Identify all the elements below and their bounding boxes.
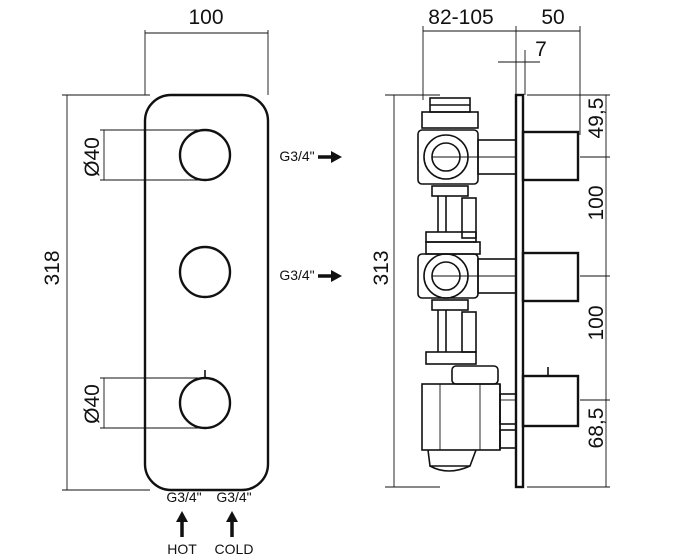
side-height-dimension: 313 xyxy=(370,94,440,488)
side-projection-label: 50 xyxy=(541,6,564,29)
cold-inlet-thread: G3/4" xyxy=(216,489,251,505)
side-view: G3/4" G3/4" 313 82-105 50 xyxy=(279,6,610,489)
cold-label: COLD xyxy=(215,541,254,557)
knob-bottom-diameter-dimension: Ø40 xyxy=(81,377,205,429)
knob-top-diameter-label: Ø40 xyxy=(81,137,104,177)
front-width-dimension: 100 xyxy=(144,6,269,95)
knob-bottom-diameter-label: Ø40 xyxy=(81,384,104,424)
hot-arrow-icon xyxy=(176,511,188,537)
side-plate-thickness-label: 7 xyxy=(535,38,547,61)
side-right-dimensions: 49,5 100 100 68,5 xyxy=(527,94,610,488)
knob-top xyxy=(178,128,232,182)
front-view: 100 318 Ø40 Ø40 G3/ xyxy=(41,6,270,557)
front-cover-plate xyxy=(143,93,270,492)
spacing-1-label: 100 xyxy=(585,185,608,220)
side-handle-middle xyxy=(521,251,580,303)
side-handle-bottom xyxy=(521,374,580,428)
front-height-label: 318 xyxy=(41,250,64,285)
knob-bottom xyxy=(178,376,232,430)
side-handle-top xyxy=(521,130,580,182)
front-height-dimension: 318 xyxy=(41,94,150,491)
offset-bottom-label: 68,5 xyxy=(585,408,608,449)
concealed-valve-body xyxy=(417,97,517,472)
side-depth-dimension: 82-105 xyxy=(422,6,517,100)
side-projection-dimension: 50 xyxy=(516,6,581,135)
offset-top-label: 49,5 xyxy=(585,98,608,139)
cold-arrow-icon xyxy=(226,511,238,537)
side-depth-label: 82-105 xyxy=(428,6,493,29)
front-width-label: 100 xyxy=(188,6,223,29)
knob-top-diameter-dimension: Ø40 xyxy=(81,129,205,181)
outlet-2-arrow-icon xyxy=(318,270,342,282)
knob-middle xyxy=(178,245,232,299)
hot-label: HOT xyxy=(167,541,197,557)
outlet-1-arrow-icon xyxy=(318,151,342,163)
outlet-2-thread: G3/4" xyxy=(279,267,314,283)
side-height-label: 313 xyxy=(370,250,393,285)
outlet-1-thread: G3/4" xyxy=(279,148,314,164)
side-plate-thickness-dimension: 7 xyxy=(498,38,547,95)
hot-inlet-thread: G3/4" xyxy=(166,489,201,505)
spacing-2-label: 100 xyxy=(585,305,608,340)
